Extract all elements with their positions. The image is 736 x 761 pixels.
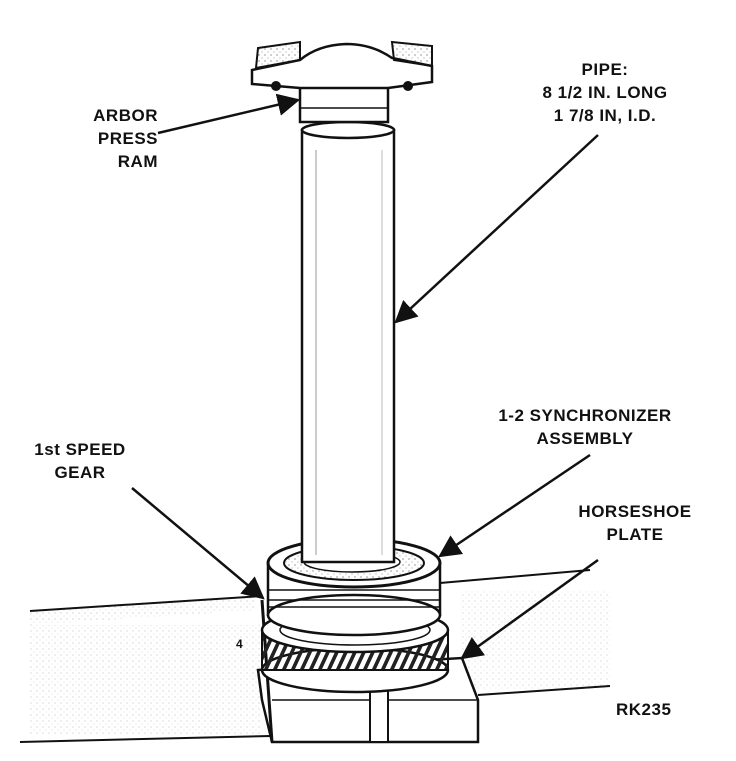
synchronizer-leader	[438, 453, 591, 558]
gear-leader	[131, 487, 265, 600]
label-line: 1-2 SYNCHRONIZER	[498, 406, 672, 425]
pipe-leader	[394, 134, 599, 324]
label-line: RAM	[117, 152, 158, 171]
label-line: PLATE	[606, 525, 664, 544]
leader-lines	[131, 93, 599, 660]
label-line: 1 7/8 IN, I.D.	[553, 106, 657, 125]
plate-leader	[460, 558, 599, 660]
label-line: HORSESHOE	[578, 502, 692, 521]
label-line: ASSEMBLY	[536, 429, 634, 448]
label-arbor-press-ram: ARBOR PRESS RAM	[58, 104, 158, 173]
label-line: 8 1/2 IN. LONG	[542, 83, 668, 102]
pipe	[300, 120, 396, 564]
small-mark: 4	[236, 637, 243, 651]
label-first-speed-gear: 1st SPEED GEAR	[20, 438, 140, 484]
label-line: PRESS	[97, 129, 158, 148]
label-line: GEAR	[54, 463, 106, 482]
label-synchronizer: 1-2 SYNCHRONIZER ASSEMBLY	[470, 404, 700, 450]
label-line: ARBOR	[93, 106, 158, 125]
ram-leader	[157, 93, 301, 135]
arbor-press-ram	[250, 40, 434, 124]
figure-code: RK235	[616, 700, 672, 719]
label-horseshoe-plate: HORSESHOE PLATE	[560, 500, 710, 546]
label-line: PIPE:	[581, 60, 629, 79]
label-line: 1st SPEED	[34, 440, 126, 459]
label-pipe: PIPE: 8 1/2 IN. LONG 1 7/8 IN, I.D.	[505, 58, 705, 127]
